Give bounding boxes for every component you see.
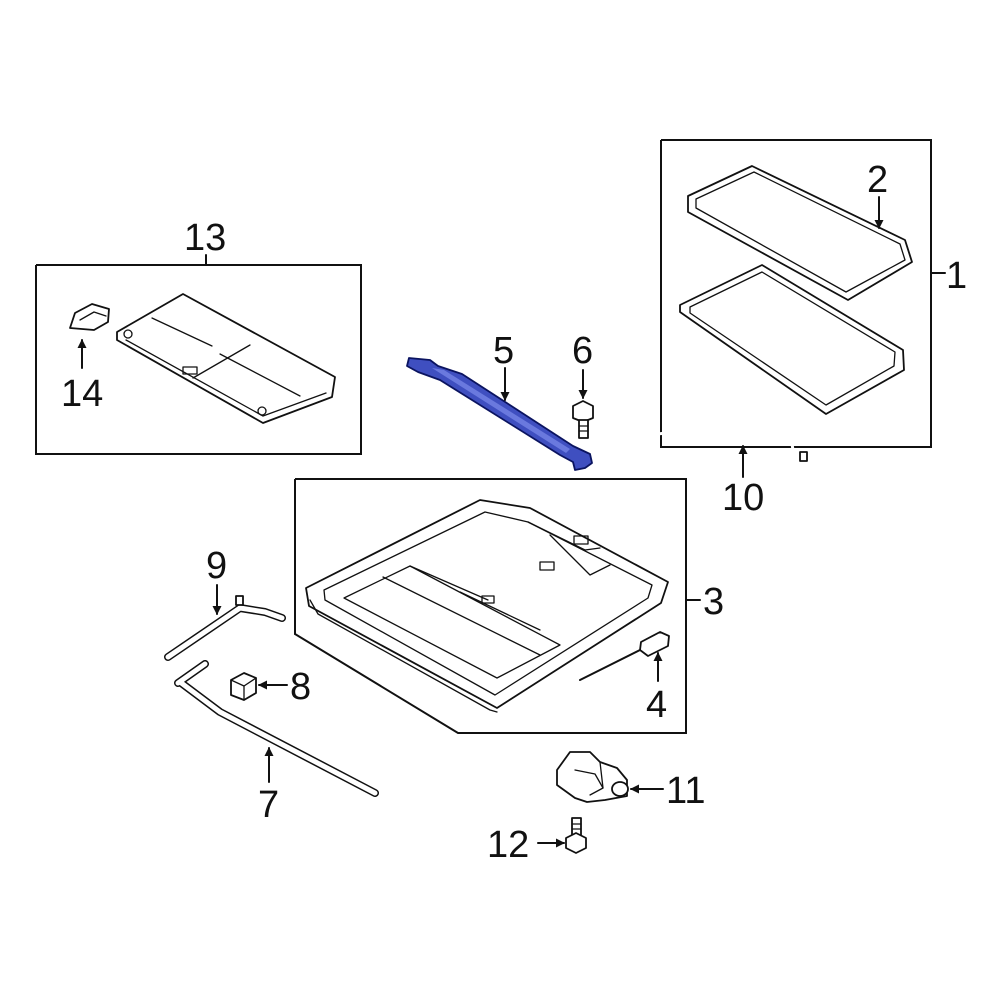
callout-14-label: 14 [61, 373, 103, 415]
connector-8-part[interactable] [230, 672, 257, 701]
sunshade-group [35, 254, 362, 455]
glass-assembly-group [660, 139, 946, 448]
callout-6-label: 6 [572, 330, 593, 372]
frame-assembly-group [294, 478, 701, 734]
callout-13-label: 13 [184, 217, 226, 259]
bolt-6-part[interactable] [572, 400, 594, 439]
drain-hose-9-part[interactable] [164, 595, 286, 661]
group-1-frame [660, 139, 932, 448]
group-13-frame [35, 264, 362, 455]
glass-seal-part[interactable] [687, 165, 913, 301]
sunshade-panel-part[interactable] [116, 293, 336, 424]
callout-12-label: 12 [487, 824, 529, 866]
callout-11-label: 11 [666, 770, 705, 812]
glass-panel-part[interactable] [679, 264, 905, 415]
callout-9-label: 9 [206, 545, 227, 587]
callout-10-label: 10 [722, 477, 764, 519]
drain-clip-part[interactable] [579, 631, 670, 681]
callout-5-label: 5 [493, 330, 514, 372]
callout-3-label: 3 [703, 581, 724, 623]
front-rail-part-highlighted[interactable] [406, 357, 593, 471]
sunroof-housing-part[interactable] [305, 499, 669, 713]
drain-tube-7-part[interactable] [174, 660, 379, 797]
group-3-frame [294, 478, 687, 734]
callout-1-label: 1 [946, 255, 967, 297]
screw-12-part[interactable] [565, 817, 587, 854]
callout-7-label: 7 [258, 784, 279, 826]
motor-11-part[interactable] [556, 751, 629, 803]
sunshade-clip-part[interactable] [69, 303, 110, 331]
callout-2-label: 2 [867, 159, 888, 201]
drain-hose-10-part[interactable] [617, 422, 810, 527]
callout-4-label: 4 [646, 684, 667, 726]
callout-8-label: 8 [290, 666, 311, 708]
